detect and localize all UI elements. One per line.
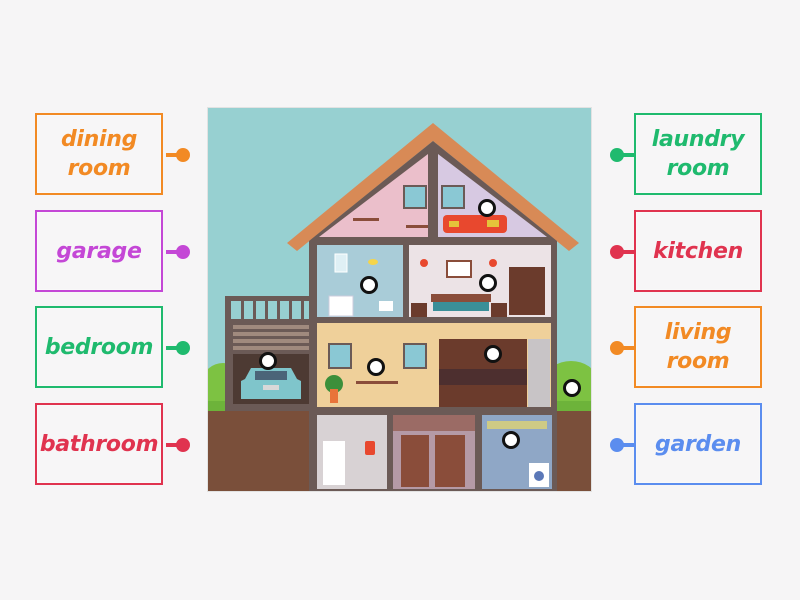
label-text: bathroom: [39, 431, 159, 457]
connector-dot-icon: [610, 148, 624, 162]
label-card-bedroom[interactable]: bedroom: [35, 306, 163, 388]
connector-kitchen: [610, 245, 634, 259]
label-text: kitchen: [653, 238, 743, 264]
drop-target-marker-1[interactable]: [478, 199, 496, 217]
connector-dot-icon: [610, 245, 624, 259]
label-text: garage: [56, 238, 142, 264]
label-card-dining-room[interactable]: dining room: [35, 113, 163, 195]
drop-target-marker-5[interactable]: [367, 358, 385, 376]
connector-dot-icon: [610, 341, 624, 355]
connector-dot-icon: [176, 245, 190, 259]
connector-bedroom: [166, 341, 190, 355]
label-text: bedroom: [44, 334, 154, 360]
house-illustration: [208, 108, 591, 491]
connector-garage: [166, 245, 190, 259]
drop-target-marker-6[interactable]: [484, 345, 502, 363]
connector-garden: [610, 438, 634, 452]
label-card-bathroom[interactable]: bathroom: [35, 403, 163, 485]
connector-bathroom: [166, 438, 190, 452]
connector-dot-icon: [176, 148, 190, 162]
label-card-living-room[interactable]: living room: [634, 306, 762, 388]
label-text: garden: [655, 431, 741, 457]
label-card-garden[interactable]: garden: [634, 403, 762, 485]
drop-target-marker-2[interactable]: [360, 276, 378, 294]
connector-dot-icon: [176, 438, 190, 452]
label-card-laundry-room[interactable]: laundry room: [634, 113, 762, 195]
drop-target-marker-7[interactable]: [563, 379, 581, 397]
drop-target-marker-4[interactable]: [259, 352, 277, 370]
connector-dot-icon: [610, 438, 624, 452]
drop-target-marker-8[interactable]: [502, 431, 520, 449]
label-card-kitchen[interactable]: kitchen: [634, 210, 762, 292]
label-text: laundry room: [651, 127, 745, 181]
connector-dining-room: [166, 148, 190, 162]
connector-dot-icon: [176, 341, 190, 355]
label-text: dining room: [60, 127, 138, 181]
connector-living-room: [610, 341, 634, 355]
house-diagram: [207, 107, 592, 492]
label-text: living room: [664, 320, 732, 374]
label-card-garage[interactable]: garage: [35, 210, 163, 292]
connector-laundry-room: [610, 148, 634, 162]
drop-target-marker-3[interactable]: [479, 274, 497, 292]
